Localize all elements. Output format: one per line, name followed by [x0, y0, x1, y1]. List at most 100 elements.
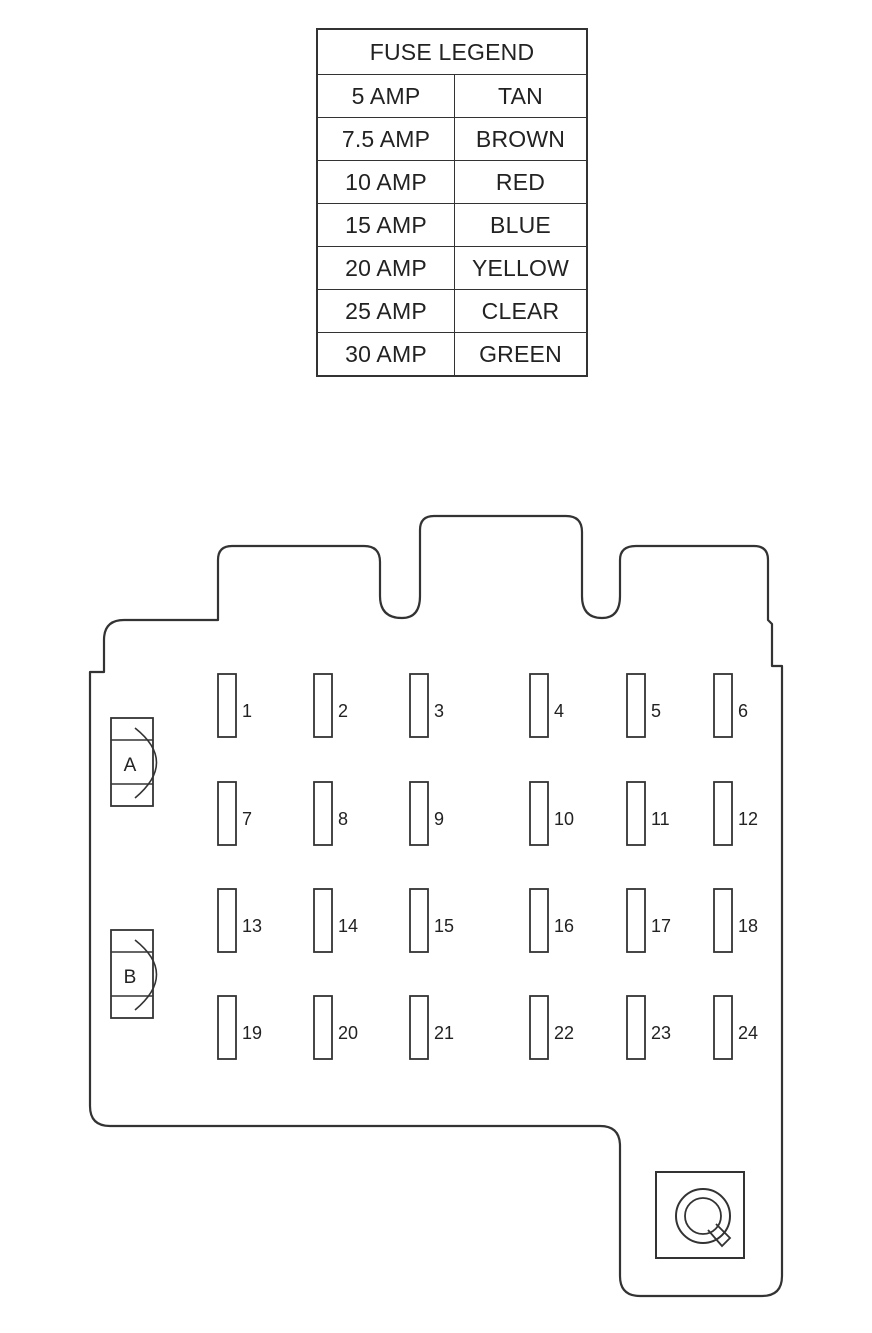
fuse-slot-outline	[409, 673, 429, 738]
fuse-slot-outline	[713, 888, 733, 953]
fuse-number: 19	[242, 1023, 262, 1043]
fuse-block-outline	[88, 514, 784, 1298]
fuse-slot-outline	[626, 888, 646, 953]
fuse-slot-15: 15	[409, 888, 454, 953]
legend-color: YELLOW	[454, 246, 588, 290]
fuse-number: 18	[738, 916, 758, 936]
legend-row: 10 AMP RED	[316, 160, 588, 204]
fuse-slot-10: 10	[529, 781, 574, 846]
fuse-slot-7: 7	[217, 781, 252, 846]
fuse-slot-1: 1	[217, 673, 252, 738]
fuse-number: 3	[434, 701, 444, 721]
fuse-slot-outline	[409, 781, 429, 846]
legend-amp: 10 AMP	[316, 160, 455, 204]
fuse-slot-outline	[313, 995, 333, 1060]
fuse-slot-21: 21	[409, 995, 454, 1060]
fuse-slot-3: 3	[409, 673, 444, 738]
fuse-number: 16	[554, 916, 574, 936]
fuse-slot-11: 11	[626, 781, 670, 846]
fuse-number: 13	[242, 916, 262, 936]
fuse-slot-outline	[626, 781, 646, 846]
fuse-number: 9	[434, 809, 444, 829]
fuse-slot-outline	[713, 995, 733, 1060]
fuse-slot-outline	[217, 888, 237, 953]
fuse-slot-outline	[529, 673, 549, 738]
fuse-number: 20	[338, 1023, 358, 1043]
fuse-slot-outline	[217, 673, 237, 738]
legend-amp: 20 AMP	[316, 246, 455, 290]
legend-amp: 7.5 AMP	[316, 117, 455, 161]
fuse-slot-outline	[626, 673, 646, 738]
fuse-number: 24	[738, 1023, 758, 1043]
legend-row: 15 AMP BLUE	[316, 203, 588, 247]
fuse-slot-14: 14	[313, 888, 358, 953]
fuse-slot-outline	[529, 781, 549, 846]
fuse-number: 6	[738, 701, 748, 721]
legend-row: 7.5 AMP BROWN	[316, 117, 588, 161]
fuse-number: 1	[242, 701, 252, 721]
fuse-slot-4: 4	[529, 673, 564, 738]
relay-b: B	[110, 929, 158, 1019]
legend-color: BLUE	[454, 203, 588, 247]
fuse-slot-outline	[713, 781, 733, 846]
legend-amp: 25 AMP	[316, 289, 455, 333]
fuse-number: 17	[651, 916, 671, 936]
fuse-slot-outline	[529, 888, 549, 953]
legend-color: RED	[454, 160, 588, 204]
fuse-slot-2: 2	[313, 673, 348, 738]
fuse-slot-outline	[529, 995, 549, 1060]
fuse-slot-12: 12	[713, 781, 758, 846]
fuse-slot-outline	[313, 888, 333, 953]
fuse-slot-23: 23	[626, 995, 671, 1060]
fuse-number: 14	[338, 916, 358, 936]
fuse-number: 10	[554, 809, 574, 829]
fuse-slot-17: 17	[626, 888, 671, 953]
fuse-slot-6: 6	[713, 673, 748, 738]
fuse-number: 8	[338, 809, 348, 829]
relay-label: B	[124, 967, 137, 988]
fuse-slot-outline	[409, 888, 429, 953]
legend-row: 25 AMP CLEAR	[316, 289, 588, 333]
fuse-number: 15	[434, 916, 454, 936]
fuse-slot-16: 16	[529, 888, 574, 953]
relay-label: A	[124, 755, 137, 776]
legend-row: 30 AMP GREEN	[316, 332, 588, 377]
fuse-slot-20: 20	[313, 995, 358, 1060]
legend-amp: 15 AMP	[316, 203, 455, 247]
fuse-number: 22	[554, 1023, 574, 1043]
relay-a: A	[110, 717, 158, 807]
legend-color: TAN	[454, 74, 588, 118]
fuse-slot-outline	[313, 673, 333, 738]
fuse-slot-19: 19	[217, 995, 262, 1060]
fuse-slot-outline	[626, 995, 646, 1060]
fuse-number: 7	[242, 809, 252, 829]
fuse-number: 12	[738, 809, 758, 829]
legend-row: 20 AMP YELLOW	[316, 246, 588, 290]
legend-color: GREEN	[454, 332, 588, 377]
fuse-slot-5: 5	[626, 673, 661, 738]
fuse-legend-table: FUSE LEGEND 5 AMP TAN 7.5 AMP BROWN 10 A…	[316, 28, 588, 377]
fuse-number: 11	[651, 809, 670, 829]
legend-amp: 30 AMP	[316, 332, 455, 377]
fuse-number: 4	[554, 701, 564, 721]
fuse-puller-icon	[655, 1171, 745, 1259]
fuse-slot-outline	[217, 781, 237, 846]
fuse-slot-outline	[313, 781, 333, 846]
fuse-slot-13: 13	[217, 888, 262, 953]
fuse-slot-outline	[713, 673, 733, 738]
fuse-slot-9: 9	[409, 781, 444, 846]
fuse-number: 2	[338, 701, 348, 721]
fuse-slot-24: 24	[713, 995, 758, 1060]
fuse-number: 5	[651, 701, 661, 721]
fuse-number: 23	[651, 1023, 671, 1043]
fuse-slot-outline	[409, 995, 429, 1060]
fuse-slot-18: 18	[713, 888, 758, 953]
fuse-slot-outline	[217, 995, 237, 1060]
fuse-number: 21	[434, 1023, 454, 1043]
legend-color: CLEAR	[454, 289, 588, 333]
fuse-slot-22: 22	[529, 995, 574, 1060]
fuse-slot-8: 8	[313, 781, 348, 846]
legend-color: BROWN	[454, 117, 588, 161]
